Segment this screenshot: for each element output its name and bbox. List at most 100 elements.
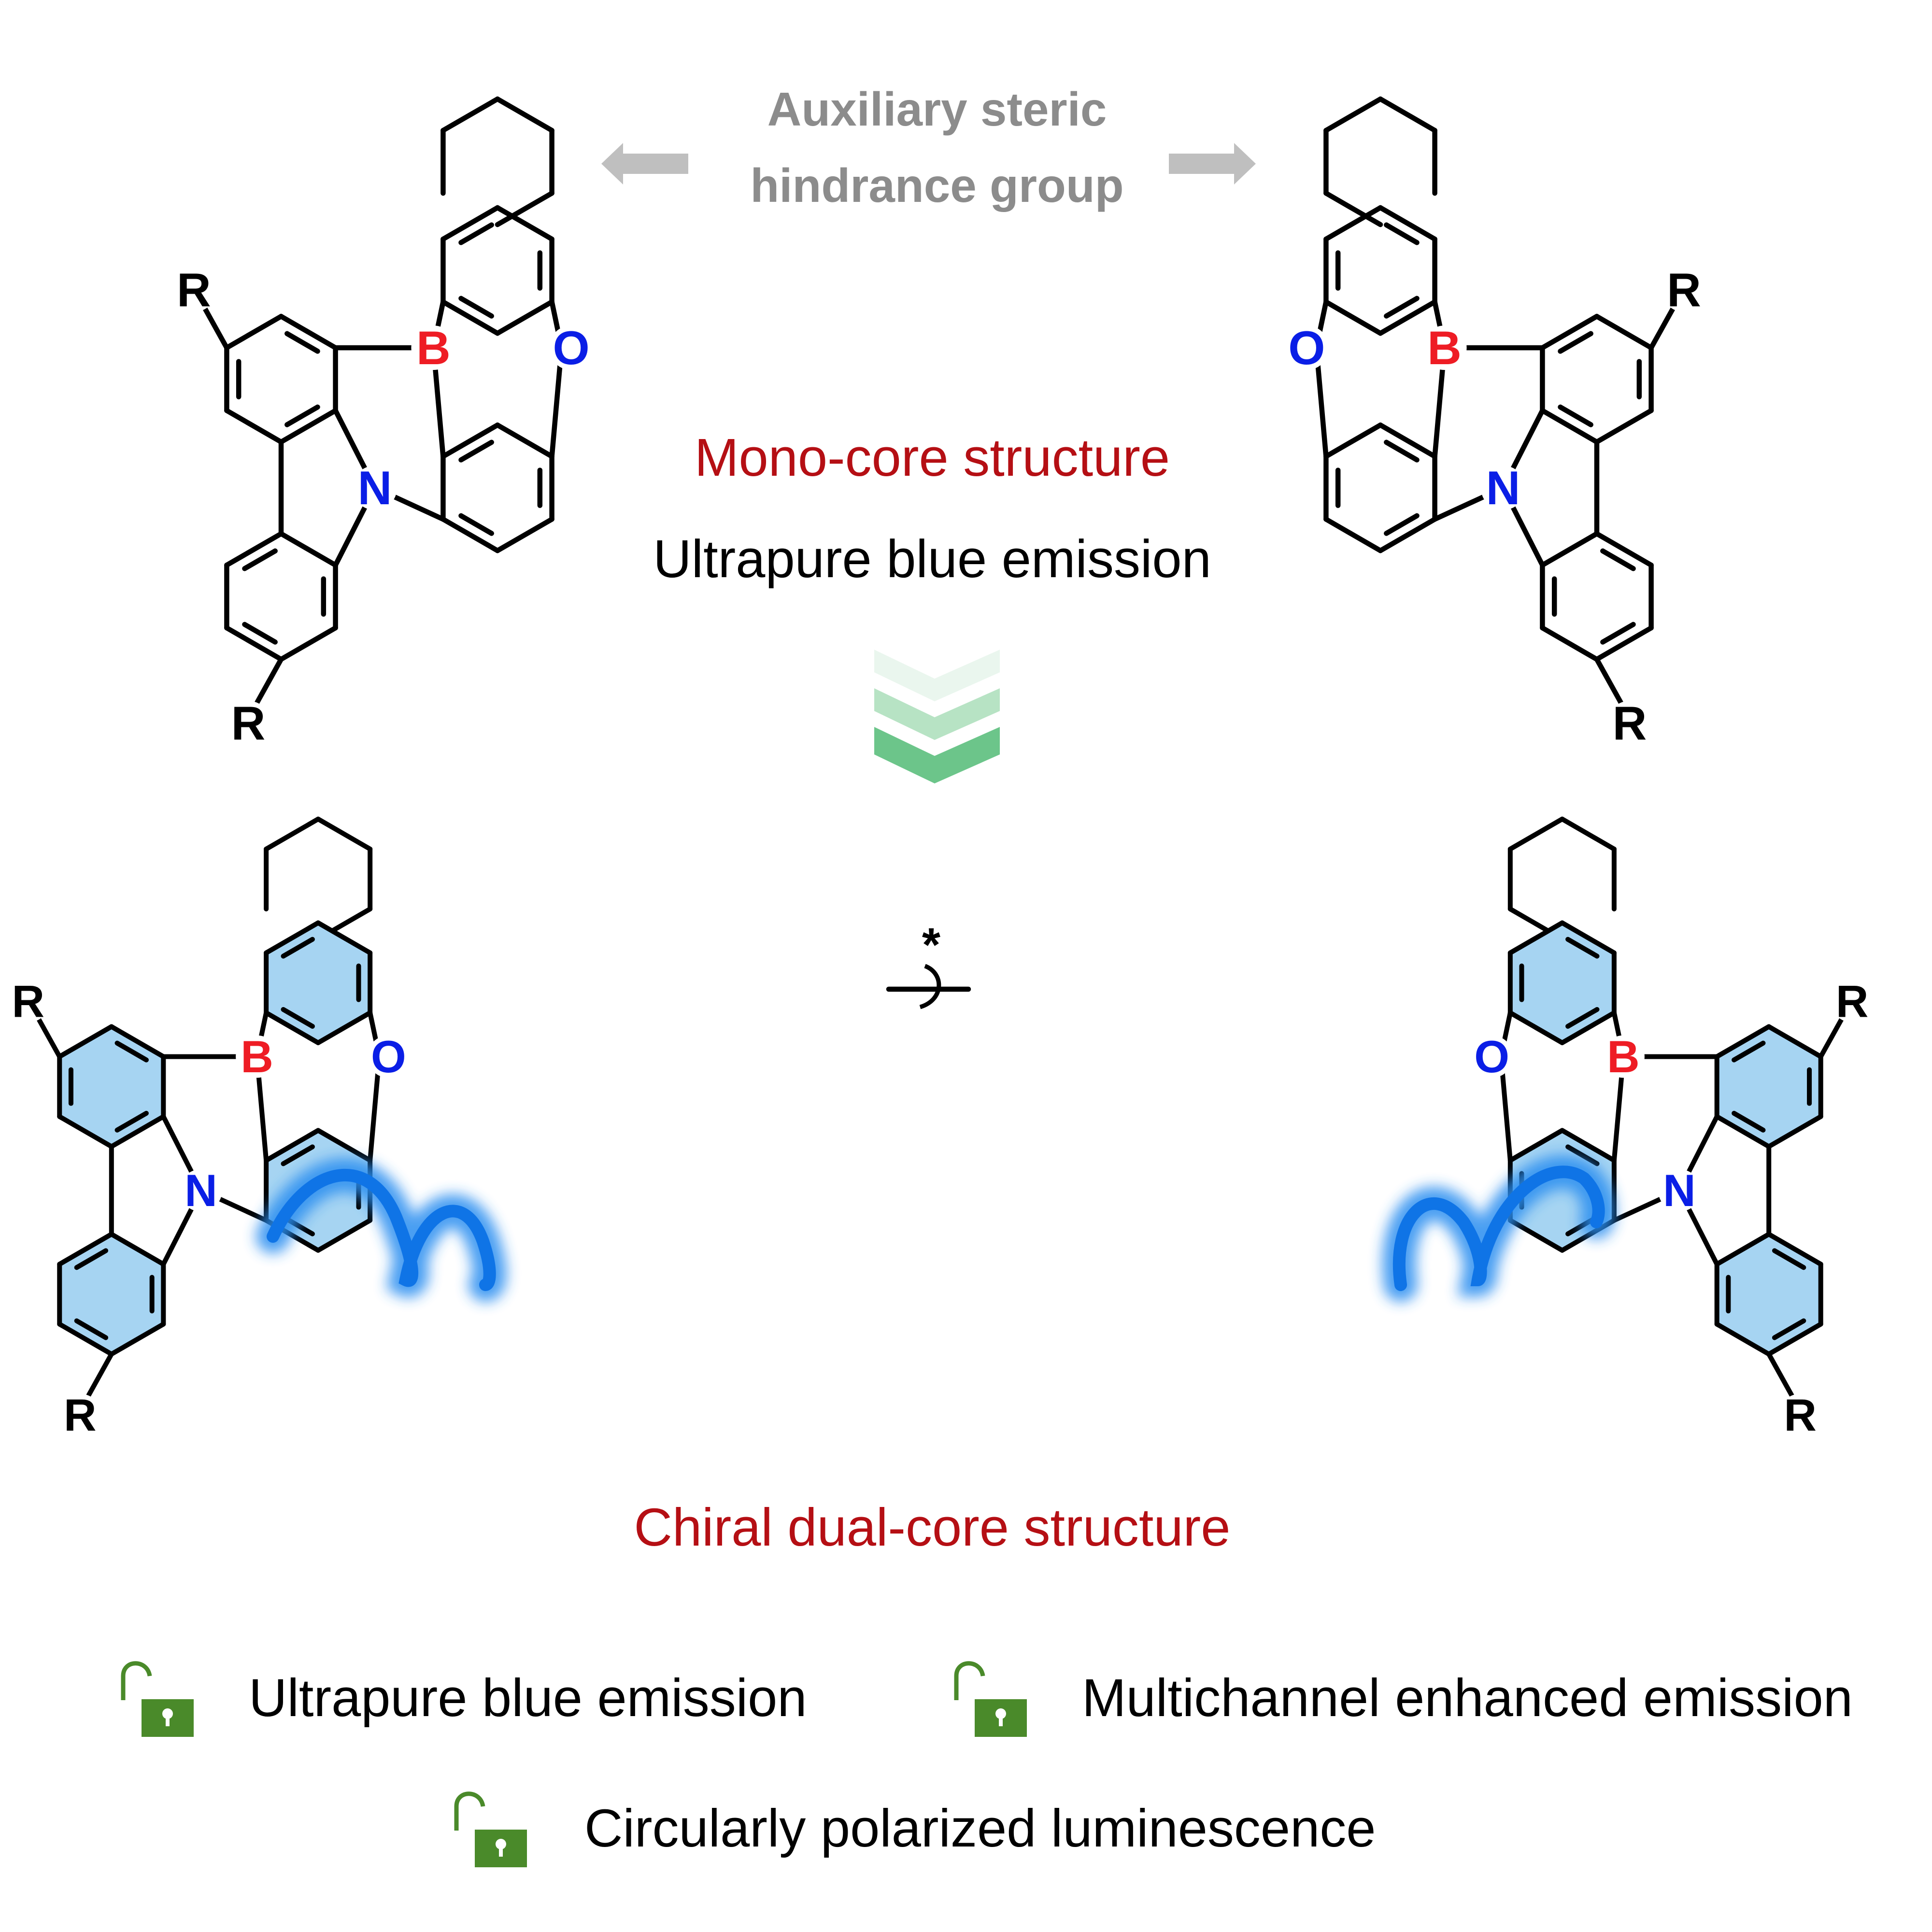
bond: [458, 440, 494, 463]
bond: [1558, 404, 1593, 427]
substituent-r: R: [1836, 976, 1869, 1026]
bond: [440, 516, 500, 554]
substituent-r: R: [177, 263, 211, 316]
bond: [1507, 816, 1565, 852]
bond: [242, 548, 278, 571]
bond: [74, 1318, 109, 1340]
bond: [1560, 816, 1617, 852]
bond: [440, 422, 500, 459]
bond: [1378, 299, 1437, 336]
boron-atom: B: [241, 1031, 273, 1082]
feature-label: Ultrapure blue emission: [249, 1668, 807, 1728]
bond: [1600, 548, 1636, 571]
nitrogen-atom-bg: [353, 466, 397, 510]
rotation-arrow-icon: [919, 964, 941, 1009]
substituent-r-bg: [1662, 268, 1706, 312]
bond: [264, 1128, 321, 1163]
boron-atom: B: [1427, 321, 1462, 374]
bond: [1507, 920, 1565, 955]
bond: [109, 1232, 166, 1267]
bond: [109, 1321, 166, 1357]
left-grey-arrow: [601, 143, 688, 185]
nitrogen-atom: N: [1486, 461, 1520, 514]
substituent-r: R: [64, 1390, 97, 1440]
substituent-r-bg: [7, 980, 50, 1023]
steric-label-line1: Auxiliary steric: [767, 83, 1107, 136]
bond: [57, 1024, 114, 1059]
nitrogen-atom-bg: [180, 1169, 223, 1212]
bond: [1323, 299, 1383, 336]
bond: [284, 331, 320, 354]
bond: [1594, 656, 1624, 706]
bond: [1594, 625, 1654, 662]
substituent-r-bg: [226, 701, 270, 745]
substituent-r-bg: [1607, 701, 1652, 745]
nitrogen-atom: N: [1663, 1165, 1696, 1216]
bond: [278, 625, 338, 662]
bond: [1565, 937, 1600, 959]
bond: [224, 408, 284, 445]
bond: [281, 1144, 315, 1166]
bond: [278, 313, 338, 351]
oxygen-atom: O: [371, 1031, 406, 1082]
bond: [315, 1218, 373, 1253]
bond: [495, 96, 554, 133]
bond: [1540, 313, 1600, 351]
bond: [114, 1040, 149, 1063]
boron-atom: B: [416, 321, 451, 374]
substituent-r: R: [12, 976, 45, 1026]
bond: [281, 1007, 315, 1029]
steric-label-line2: hindrance group: [750, 159, 1123, 212]
unlocked-padlock-icon: [454, 1791, 527, 1867]
aromatic-ring-fill: [1717, 1234, 1821, 1354]
down-chevrons-icon: [874, 650, 1000, 783]
oxygen-atom-bg: [1284, 326, 1329, 370]
substituent-r-bg: [58, 1393, 101, 1436]
bond: [1507, 1218, 1565, 1253]
bond: [264, 816, 321, 852]
bond: [1507, 1010, 1565, 1045]
bond: [1766, 1024, 1823, 1059]
bond: [74, 1248, 109, 1270]
bond: [109, 1114, 166, 1149]
oxygen-atom: O: [553, 321, 589, 374]
nitrogen-atom-bg: [1658, 1169, 1701, 1212]
bond: [224, 531, 284, 568]
bond: [1772, 1248, 1806, 1270]
bond: [1600, 622, 1636, 645]
bond: [1766, 1114, 1823, 1149]
bond: [1594, 408, 1654, 445]
bond: [264, 920, 321, 955]
substituent-r: R: [1613, 696, 1647, 750]
bond: [1323, 190, 1383, 227]
bond: [495, 299, 554, 336]
bond: [86, 1351, 114, 1398]
bond: [264, 1010, 321, 1045]
bond: [200, 301, 229, 351]
bond: [224, 313, 284, 351]
right-grey-arrow: [1169, 143, 1256, 185]
bond: [440, 96, 500, 133]
feature-label: Multichannel enhanced emission: [1082, 1668, 1853, 1728]
bond: [278, 531, 338, 568]
bond: [1560, 1010, 1617, 1045]
bond: [57, 1232, 114, 1267]
feature-item-1: Ultrapure blue emission: [121, 1661, 807, 1737]
mono-core-title: Mono-core structure: [695, 428, 1170, 487]
boron-atom-bg: [1602, 1035, 1645, 1078]
bond: [440, 205, 500, 242]
substituent-r-bg: [1779, 1393, 1822, 1436]
bond: [1378, 422, 1437, 459]
bond: [1384, 440, 1420, 463]
bond: [315, 1010, 373, 1045]
unlocked-padlock-icon: [121, 1661, 194, 1737]
substituent-r: R: [231, 696, 266, 750]
substituent-r-bg: [1831, 980, 1874, 1023]
bond: [1766, 1321, 1823, 1357]
bond: [284, 404, 320, 427]
boron-atom-bg: [411, 326, 456, 370]
